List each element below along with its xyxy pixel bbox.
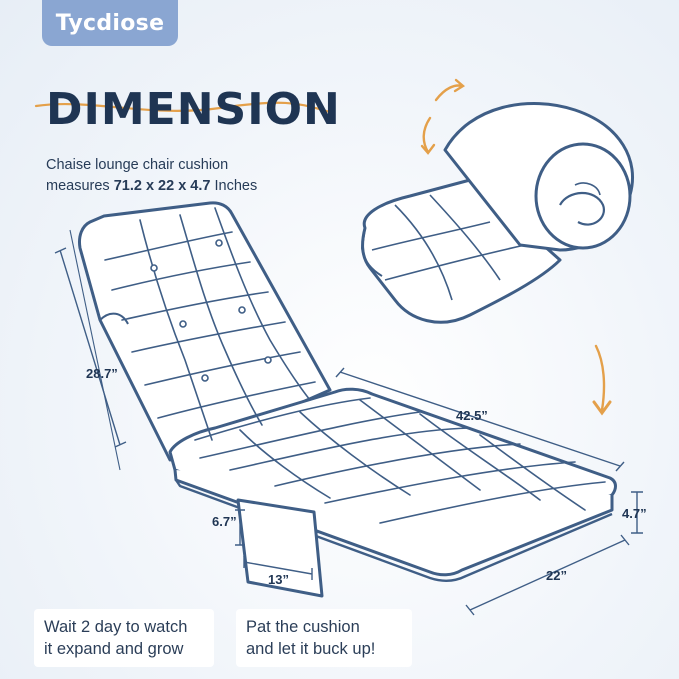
dimension-seat-length: 42.5” <box>456 408 488 423</box>
description-measure: 71.2 x 22 x 4.7 <box>113 178 211 194</box>
description-line1: Chaise lounge chair cushion <box>46 157 229 173</box>
note-expand-line1: Wait 2 day to watch <box>44 618 188 636</box>
description-prefix: measures <box>46 178 114 194</box>
seat-tufting <box>194 397 606 524</box>
backrest-buttons <box>150 239 272 382</box>
dimension-back-length: 28.7” <box>86 366 118 381</box>
note-pat-line2: and let it buck up! <box>246 640 376 658</box>
note-pat-text: Pat the cushion and let it buck up! <box>236 616 375 660</box>
dimension-thickness: 4.7” <box>622 506 647 521</box>
description: Chaise lounge chair cushion measures 71.… <box>46 155 257 197</box>
dimension-pocket-width: 13” <box>268 572 289 587</box>
note-pat-line1: Pat the cushion <box>246 618 360 636</box>
description-suffix: Inches <box>210 178 258 194</box>
backrest-tufting <box>104 207 316 441</box>
dimension-pocket-height: 6.7” <box>212 514 237 529</box>
brand-logo: Tycdiose <box>42 0 178 46</box>
dimension-width: 22” <box>546 568 567 583</box>
note-expand-line2: it expand and grow <box>44 640 184 658</box>
lounge-cushion <box>78 201 617 598</box>
page-title: DIMENSION <box>46 84 341 135</box>
title-swoosh <box>34 101 332 114</box>
roll-arrows <box>420 78 612 416</box>
brand-logo-text: Tycdiose <box>55 10 165 36</box>
note-expand-text: Wait 2 day to watch it expand and grow <box>34 616 187 660</box>
dimension-lines <box>54 229 643 616</box>
description-line2: measures 71.2 x 22 x 4.7 Inches <box>46 176 257 197</box>
rolled-cushion <box>361 102 635 324</box>
note-expand: Wait 2 day to watch it expand and grow <box>34 609 214 667</box>
note-pat: Pat the cushion and let it buck up! <box>236 609 412 667</box>
